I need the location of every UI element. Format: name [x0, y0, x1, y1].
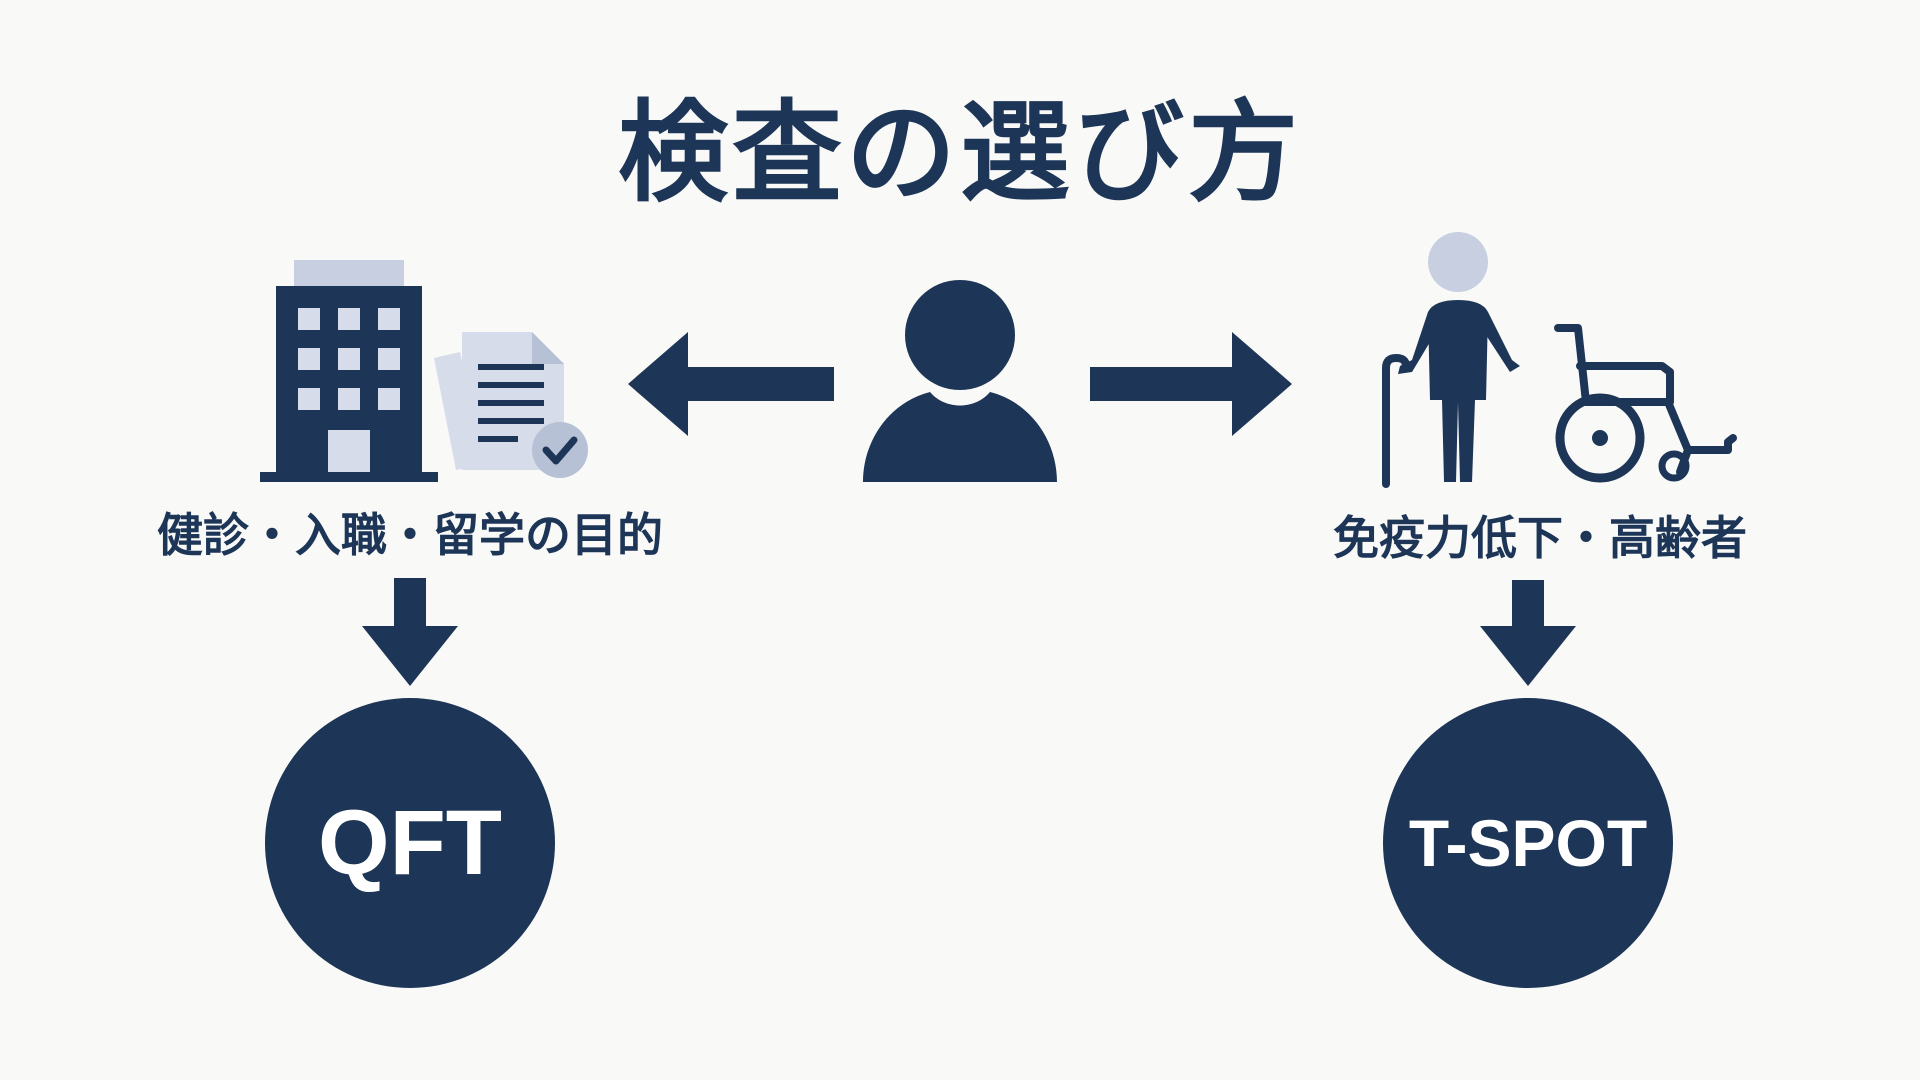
- arrow-down-left-icon: [362, 578, 458, 686]
- checked-document-icon: [434, 332, 588, 478]
- tspot-result-circle: T-SPOT: [1383, 698, 1673, 988]
- diagram-title: 検査の選び方: [618, 89, 1302, 217]
- arrow-down-right-icon: [1480, 580, 1576, 686]
- qft-result-label: QFT: [318, 791, 502, 894]
- elderly-with-cane-icon: [1382, 232, 1520, 488]
- tspot-result-label: T-SPOT: [1408, 806, 1648, 880]
- left-branch-label: 健診・入職・留学の目的: [157, 508, 663, 562]
- person-icon: [863, 280, 1057, 482]
- office-building-icon: [260, 260, 438, 482]
- qft-result-circle: QFT: [265, 698, 555, 988]
- right-branch-label: 免疫力低下・高齢者: [1333, 511, 1747, 565]
- arrow-right-icon: [1090, 332, 1292, 436]
- arrow-left-icon: [628, 332, 834, 436]
- wheelchair-icon: [1554, 324, 1737, 483]
